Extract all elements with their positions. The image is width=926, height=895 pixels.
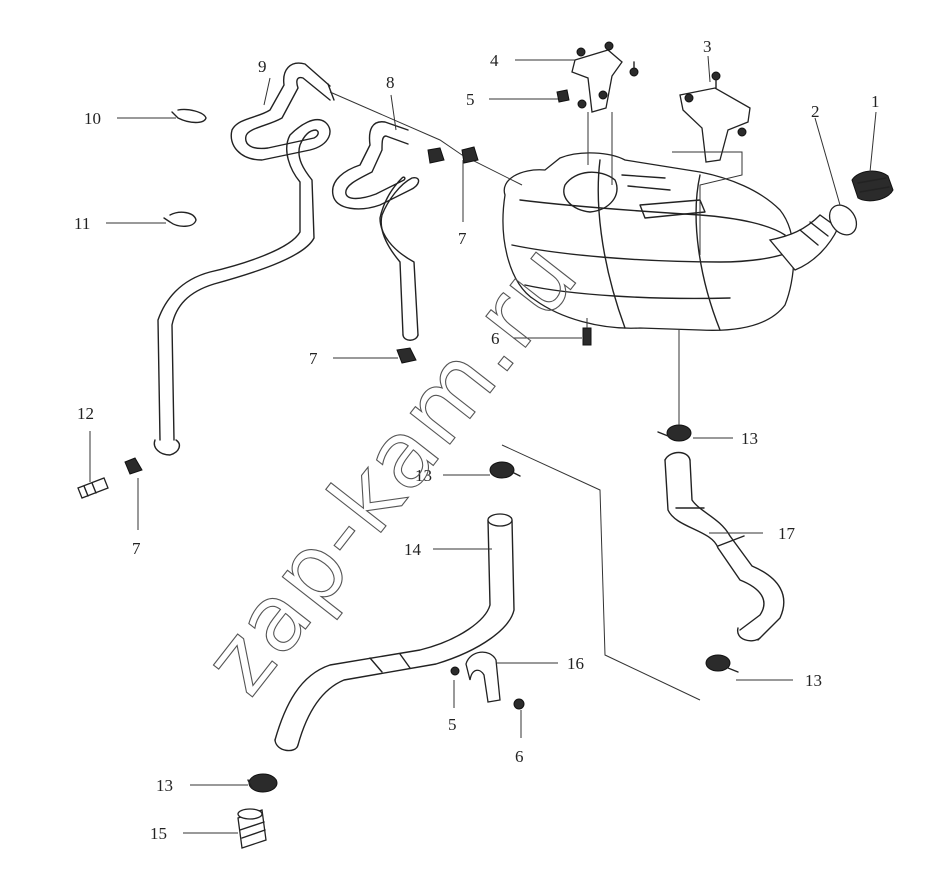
bracket-right-guide-line bbox=[672, 151, 743, 255]
connector-7-a bbox=[427, 147, 445, 164]
callout-13-lower-right: 13 bbox=[805, 671, 822, 690]
callout-3: 3 bbox=[703, 37, 712, 56]
callout-6-tank: 6 bbox=[491, 329, 500, 348]
callout-14: 14 bbox=[404, 540, 422, 559]
connector-7-d bbox=[124, 457, 143, 475]
clip-11 bbox=[163, 211, 197, 227]
callout-1: 1 bbox=[871, 92, 880, 111]
callout-4: 4 bbox=[490, 51, 499, 70]
connector-7-c bbox=[396, 347, 417, 364]
filler-cap bbox=[851, 170, 894, 202]
callout-labels: 1 2 3 4 5 9 8 10 11 7 6 7 12 7 13 13 14 … bbox=[74, 37, 880, 843]
expansion-tank bbox=[502, 152, 858, 331]
fitting-12 bbox=[77, 477, 109, 499]
clamp-13-bottom bbox=[247, 773, 278, 793]
hose-8 bbox=[331, 121, 420, 341]
callout-13-middle: 13 bbox=[415, 466, 432, 485]
bolt-6-tank bbox=[582, 318, 592, 346]
bracket-16 bbox=[450, 651, 525, 710]
callout-8: 8 bbox=[386, 73, 395, 92]
nut-5-top bbox=[556, 89, 570, 103]
hose-9 bbox=[153, 62, 335, 456]
hose-14 bbox=[274, 513, 515, 752]
callout-5-bottom: 5 bbox=[448, 715, 457, 734]
callout-13-bottom: 13 bbox=[156, 776, 173, 795]
connector-7-b bbox=[461, 146, 479, 164]
callout-10: 10 bbox=[84, 109, 101, 128]
hose-17 bbox=[664, 451, 785, 642]
hose-9-guide-line bbox=[329, 91, 523, 186]
clamp-13-middle bbox=[489, 461, 521, 479]
callout-13-upper-right: 13 bbox=[741, 429, 758, 448]
bracket-right bbox=[679, 71, 751, 163]
clip-10 bbox=[171, 108, 207, 124]
callout-7-middle: 7 bbox=[309, 349, 318, 368]
watermark-text: zap-kam.ru bbox=[183, 223, 599, 714]
callout-16: 16 bbox=[567, 654, 584, 673]
callout-9: 9 bbox=[258, 57, 267, 76]
callout-15: 15 bbox=[150, 824, 167, 843]
clamp-13-lower-right bbox=[705, 654, 739, 673]
bracket-left bbox=[571, 41, 639, 113]
clamp-13-upper-right bbox=[657, 424, 692, 442]
leader-lines bbox=[89, 55, 877, 834]
callout-2: 2 bbox=[811, 102, 820, 121]
callout-7-upper: 7 bbox=[458, 229, 467, 248]
callout-11: 11 bbox=[74, 214, 90, 233]
bracket-left-guide-line bbox=[587, 112, 613, 185]
callout-12: 12 bbox=[77, 404, 94, 423]
callout-17: 17 bbox=[778, 524, 796, 543]
callout-5-top: 5 bbox=[466, 90, 475, 109]
callout-7-lower: 7 bbox=[132, 539, 141, 558]
callout-6-bottom: 6 bbox=[515, 747, 524, 766]
fitting-15 bbox=[237, 808, 267, 849]
clamp-13-middle-guide bbox=[501, 444, 701, 701]
